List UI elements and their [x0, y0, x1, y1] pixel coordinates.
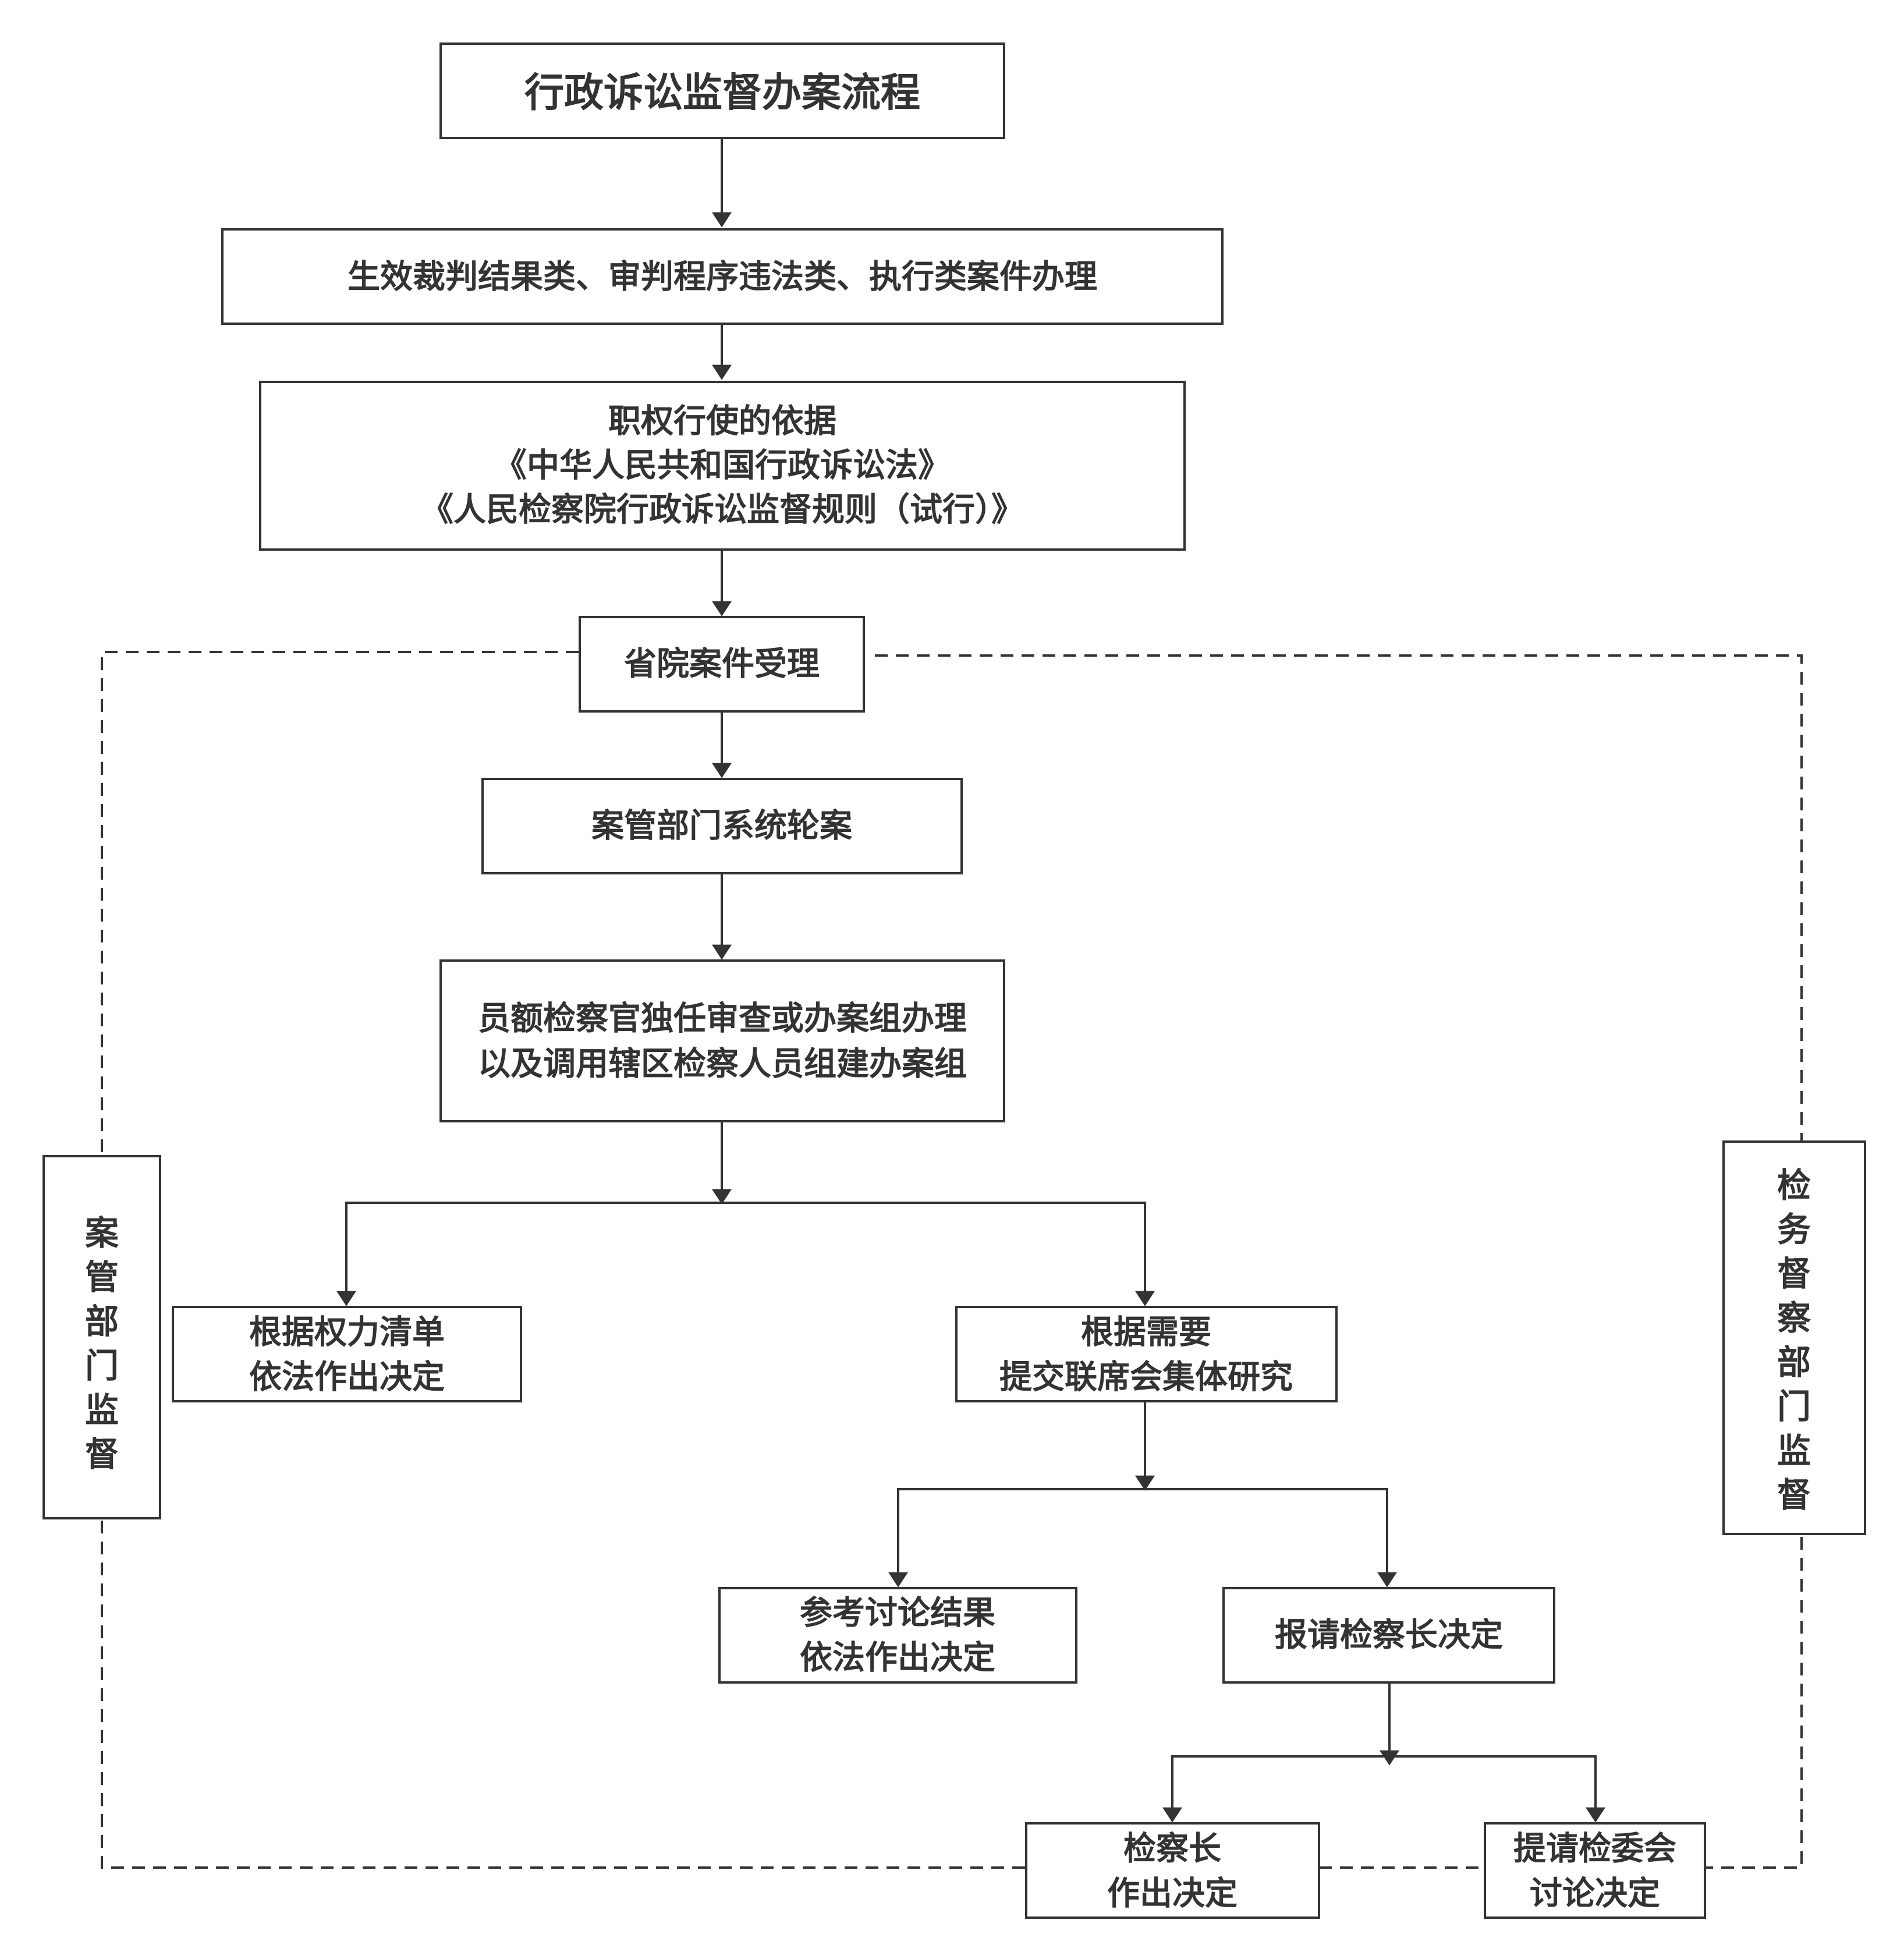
case-types-label: 生效裁判结果类、审判程序违法类、执行类案件办理: [348, 258, 1097, 296]
basis-rule: 《人民检察院行政诉讼监督规则（试行）》: [421, 491, 1024, 529]
case-types-box: 生效裁判结果类、审判程序违法类、执行类案件办理: [221, 228, 1224, 325]
handle-box: 员额检察官独任审查或办案组办理 以及调用辖区检察人员组建办案组: [439, 959, 1005, 1122]
frame-top-right-edge: [875, 654, 1803, 1141]
assign-label: 案管部门系统轮案: [591, 807, 853, 845]
right-label-char: 部: [1777, 1342, 1811, 1382]
arrow-branch-to-committee: [1389, 1755, 1605, 1823]
connectors: [336, 139, 1605, 1823]
right-label-char: 督: [1777, 1254, 1811, 1294]
chief-decision-line2: 作出决定: [1107, 1875, 1238, 1913]
right-label-char: 监: [1777, 1431, 1811, 1471]
accept-label: 省院案件受理: [624, 646, 820, 683]
power-list-box: 根据权力清单 依法作出决定: [172, 1306, 522, 1402]
right-label-char: 督: [1777, 1475, 1811, 1515]
right-label-char: 门: [1777, 1387, 1811, 1426]
right-label-char: 察: [1777, 1298, 1811, 1338]
refer-result-line1: 参考讨论结果: [800, 1595, 995, 1632]
arrow-branch-to-report: [1145, 1488, 1397, 1588]
basis-box: 职权行使的依据 《中华人民共和国行政诉讼法》 《人民检察院行政诉讼监督规则（试行…: [259, 381, 1186, 551]
right-label-char: 检: [1777, 1165, 1811, 1205]
supervision-frame: [101, 651, 1803, 1869]
chief-decision-box: 检察长 作出决定: [1025, 1822, 1320, 1919]
joint-meeting-line2: 提交联席会集体研究: [999, 1359, 1293, 1397]
arrow-branch-to-power-list: [336, 1202, 722, 1306]
left-label-char: 门: [85, 1346, 119, 1386]
report-chief-box: 报请检察长决定: [1222, 1587, 1555, 1684]
handle-line1: 员额检察官独任审查或办案组办理: [478, 1000, 967, 1038]
handle-line2: 以及调用辖区检察人员组建办案组: [478, 1046, 967, 1083]
committee-line2: 讨论决定: [1530, 1875, 1660, 1913]
power-list-line1: 根据权力清单: [249, 1314, 445, 1352]
arrow-branch-to-chief: [1162, 1755, 1389, 1823]
accept-box: 省院案件受理: [579, 616, 865, 713]
frame-top-left-edge: [101, 651, 579, 1153]
assign-box: 案管部门系统轮案: [481, 778, 963, 874]
left-label-char: 案: [85, 1213, 119, 1253]
right-label-char: 务: [1777, 1210, 1811, 1249]
left-label-char: 部: [85, 1302, 119, 1341]
basis-title: 职权行使的依据: [608, 403, 836, 441]
chief-decision-line1: 检察长: [1123, 1830, 1221, 1868]
power-list-line2: 依法作出决定: [249, 1359, 445, 1397]
title-box: 行政诉讼监督办案流程: [439, 42, 1005, 139]
left-label-char: 督: [85, 1434, 119, 1474]
refer-result-box: 参考讨论结果 依法作出决定: [718, 1587, 1077, 1684]
joint-meeting-line1: 根据需要: [1081, 1314, 1211, 1352]
diagram-title: 行政诉讼监督办案流程: [524, 70, 920, 116]
committee-box: 提请检委会 讨论决定: [1484, 1822, 1706, 1919]
frame-left-lower-edge: [101, 1521, 1025, 1869]
joint-meeting-box: 根据需要 提交联席会集体研究: [955, 1306, 1338, 1402]
arrow-branch-to-joint: [722, 1202, 1155, 1306]
arrow-branch-to-refer: [888, 1488, 1145, 1588]
left-label-char: 管: [85, 1257, 119, 1297]
frame-right-lower-edge: [1703, 1537, 1803, 1869]
left-label-char: 监: [85, 1390, 119, 1430]
committee-line1: 提请检委会: [1513, 1830, 1676, 1868]
basis-law: 《中华人民共和国行政诉讼法》: [494, 447, 951, 485]
report-chief-label: 报请检察长决定: [1275, 1617, 1503, 1655]
refer-result-line2: 依法作出决定: [800, 1639, 995, 1677]
